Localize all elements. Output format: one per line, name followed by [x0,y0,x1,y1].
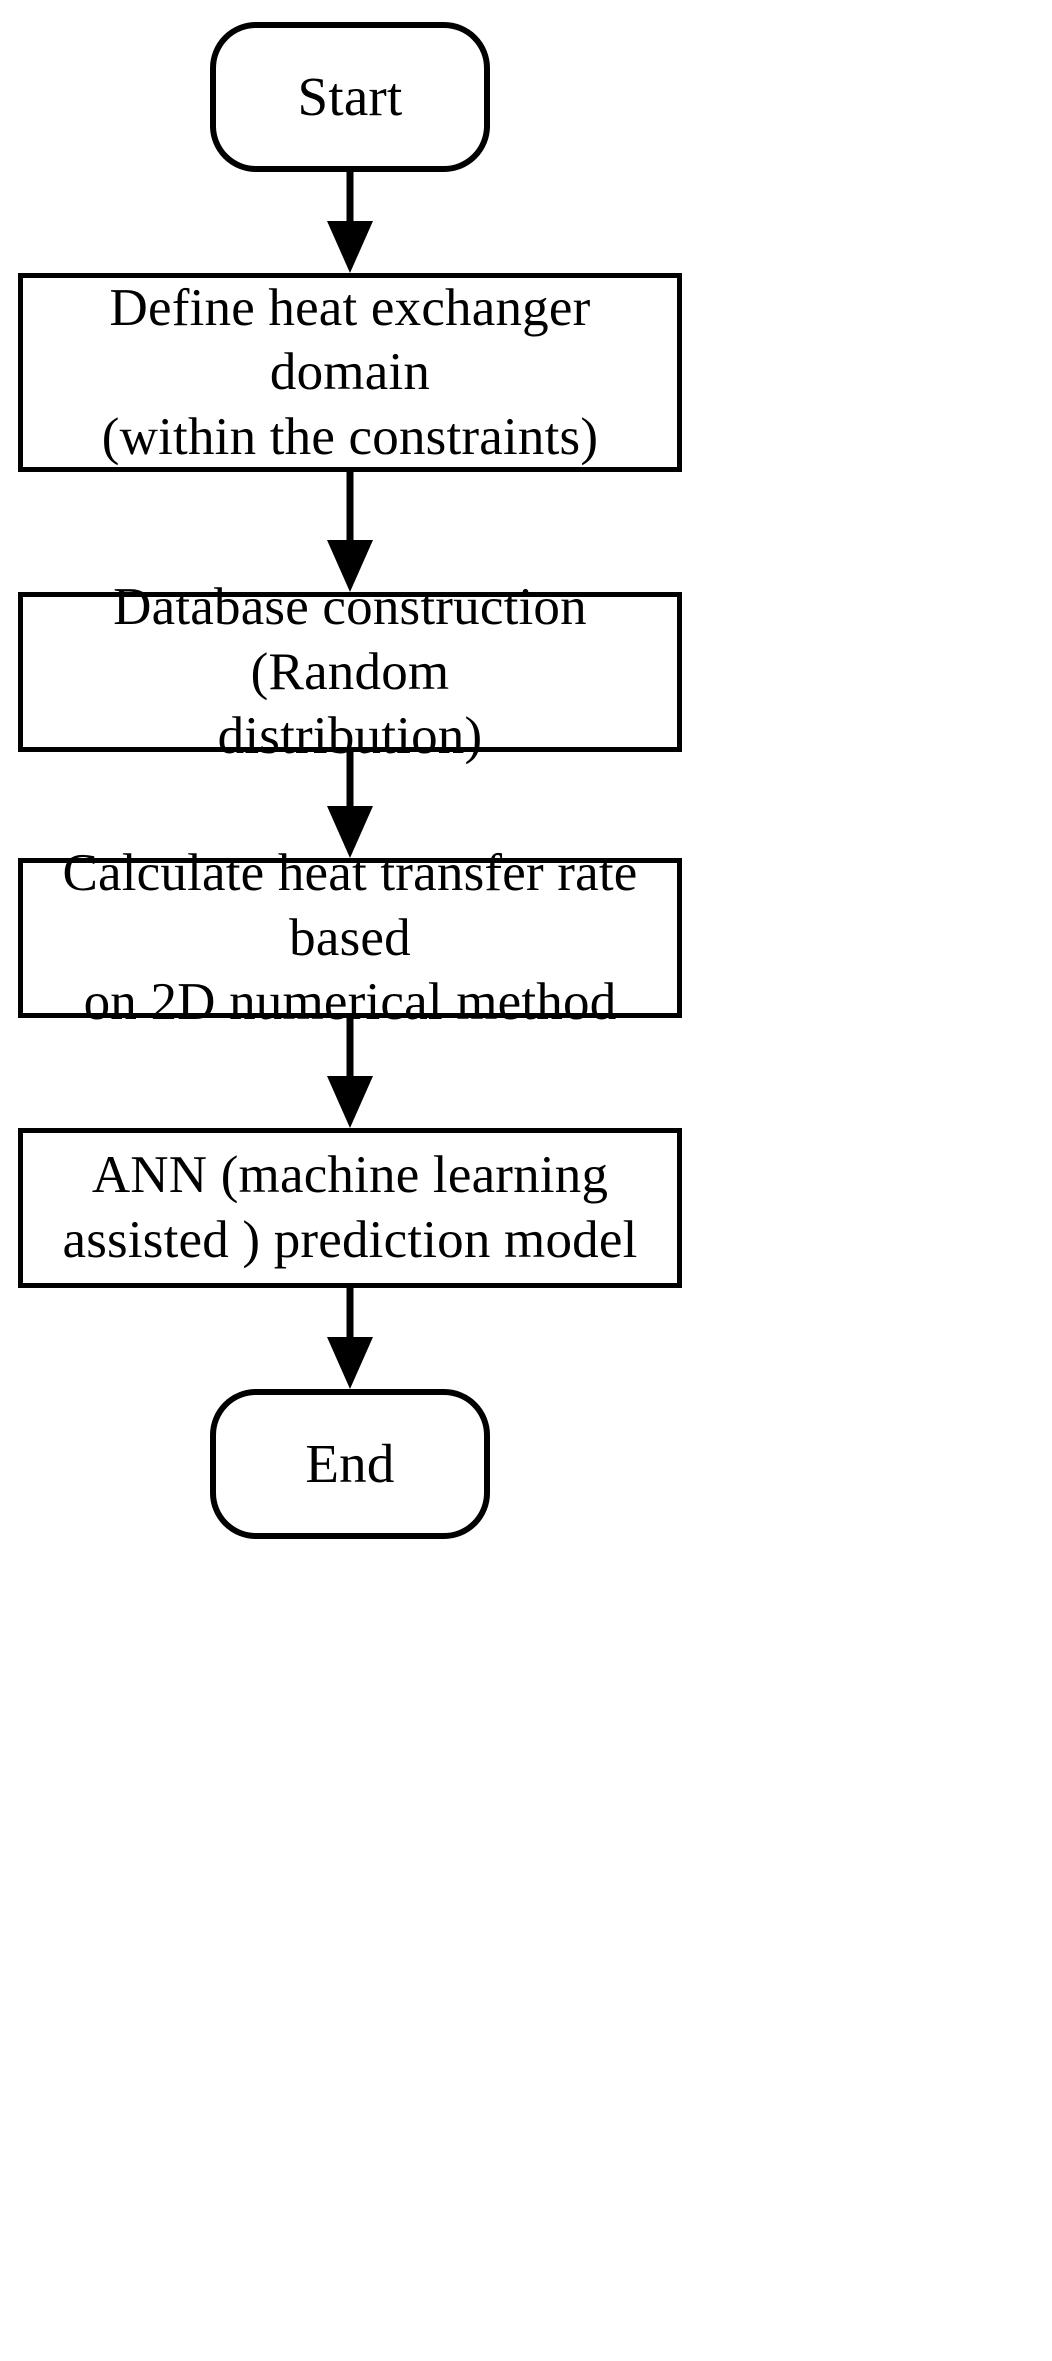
node-ann-prediction-model[interactable]: ANN (machine learning assisted ) predict… [18,1128,682,1288]
node-calculate-heat-transfer-rate-label: Calculate heat transfer rate based on 2D… [62,844,638,1032]
node-database-construction[interactable]: Database construction (Random distributi… [18,578,682,765]
node-end[interactable]: End [210,1389,490,1539]
node-define-heat-exchanger-domain[interactable]: Define heat exchanger domain (within the… [18,273,682,472]
node-ann-prediction-model-label: ANN (machine learning assisted ) predict… [62,1146,638,1269]
connector-start-to-define [327,172,373,273]
connector-define-to-database [327,472,373,592]
node-calculate-heat-transfer-rate[interactable]: Calculate heat transfer rate based on 2D… [18,844,682,1031]
connector-ann-to-end [327,1288,373,1389]
node-end-label: End [305,1433,395,1495]
node-define-heat-exchanger-domain-label: Define heat exchanger domain (within the… [101,278,599,466]
node-start-label: Start [297,66,403,128]
node-database-construction-label: Database construction (Random distributi… [113,578,587,766]
node-start[interactable]: Start [210,22,490,172]
